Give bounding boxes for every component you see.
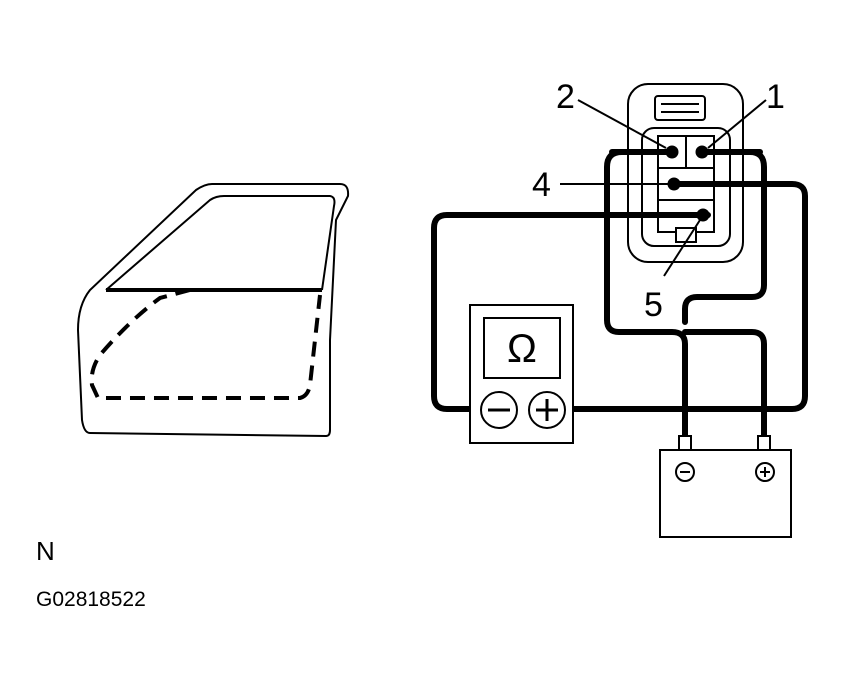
pin-label-5: 5 [644, 286, 663, 324]
battery-post-negative [678, 435, 692, 451]
door-lock-switch-connector [597, 83, 767, 263]
ohmmeter [469, 304, 574, 444]
lead-meter-positive-to-terminal-4 [565, 181, 808, 412]
lead-terminal-2-to-battery-negative [604, 149, 688, 439]
callout-line-pin-2 [577, 99, 667, 149]
test-leads [431, 149, 808, 439]
terminal-5-dot [696, 208, 710, 222]
door-window-frame [105, 195, 336, 291]
lead-terminal-5-to-meter-negative [431, 212, 711, 412]
battery-body [659, 449, 792, 538]
terminal-1-dot [695, 145, 709, 159]
pin-callouts [560, 99, 767, 277]
figure-code: G02818522 [36, 588, 146, 611]
battery [659, 435, 792, 538]
pin-label-2: 2 [556, 78, 575, 116]
callout-line-pin-1 [707, 99, 767, 149]
ohmmeter-symbol: Ω [507, 327, 537, 371]
door-illustration [76, 183, 350, 438]
corner-letter: N [36, 536, 55, 566]
pin-label-4: 4 [532, 166, 551, 204]
pin-label-1: 1 [766, 78, 785, 116]
terminal-2-dot [665, 145, 679, 159]
door-outer-outline [76, 183, 350, 438]
connector-latch [654, 95, 706, 121]
ohmmeter-display [483, 317, 561, 379]
lead-terminal-1-to-battery-positive [682, 149, 767, 439]
door-trim-panel-dashed [89, 288, 322, 400]
battery-post-positive [757, 435, 771, 451]
callout-line-pin-5 [663, 219, 701, 277]
